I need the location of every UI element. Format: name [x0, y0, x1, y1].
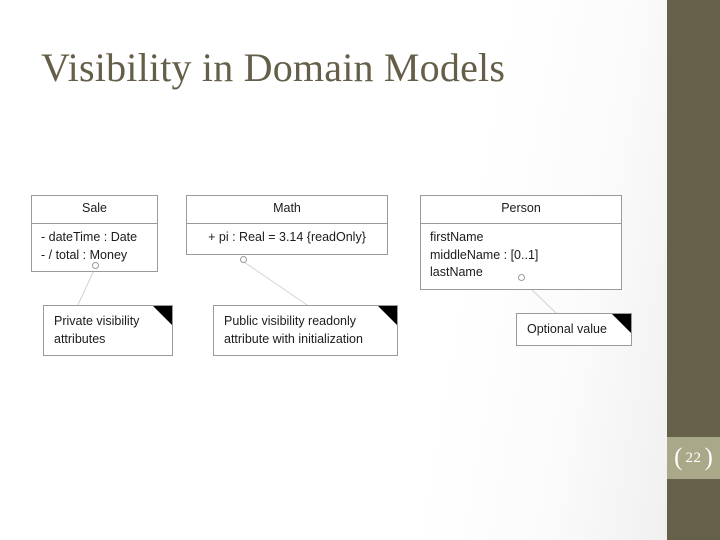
uml-class-name: Sale [32, 196, 157, 224]
note-line: Optional value [527, 322, 607, 336]
uml-class-name: Math [187, 196, 387, 224]
note-line: attributes [54, 332, 106, 347]
note-line: attribute with initialization [224, 332, 363, 347]
bracket-left-glyph: ( [674, 443, 683, 471]
slide-title: Visibility in Domain Models [41, 45, 506, 90]
uml-class-sale[interactable]: Sale - dateTime : Date - / total : Money [31, 195, 158, 273]
uml-attribute-compartment: firstName middleName : [0..1] lastName [421, 224, 621, 289]
uml-attribute: + pi : Real = 3.14 {readOnly} [208, 229, 366, 244]
uml-class-name: Person [421, 196, 621, 224]
callout-note-private-visibility[interactable]: Private visibility attributes [43, 305, 173, 357]
folded-corner-icon [612, 314, 631, 333]
folded-corner-icon [153, 306, 172, 325]
uml-class-math[interactable]: Math + pi : Real = 3.14 {readOnly} [186, 195, 388, 255]
uml-attribute: lastName [430, 265, 483, 280]
leader-line-math [243, 261, 311, 308]
uml-attribute-compartment: + pi : Real = 3.14 {readOnly} [187, 224, 387, 254]
page-number-badge: ( 22 ) [667, 437, 720, 479]
connector-dot-person [518, 274, 525, 281]
callout-note-optional-value[interactable]: Optional value [516, 313, 632, 347]
uml-attribute-compartment: - dateTime : Date - / total : Money [32, 224, 157, 272]
connector-dot-sale [92, 262, 99, 269]
uml-attribute: middleName : [0..1] [430, 247, 539, 262]
connector-dot-math [240, 256, 247, 263]
page-number-value: 22 [685, 449, 702, 466]
leader-line-sale [76, 267, 96, 308]
callout-note-public-readonly[interactable]: Public visibility readonly attribute wit… [213, 305, 398, 357]
folded-corner-icon [378, 306, 397, 325]
bracket-right-glyph: ) [704, 443, 713, 471]
note-line: Private visibility [54, 314, 140, 328]
uml-attribute: firstName [430, 229, 484, 244]
uml-attribute: - / total : Money [41, 247, 128, 262]
uml-attribute: - dateTime : Date [41, 229, 138, 244]
note-line: Public visibility readonly [224, 314, 357, 328]
